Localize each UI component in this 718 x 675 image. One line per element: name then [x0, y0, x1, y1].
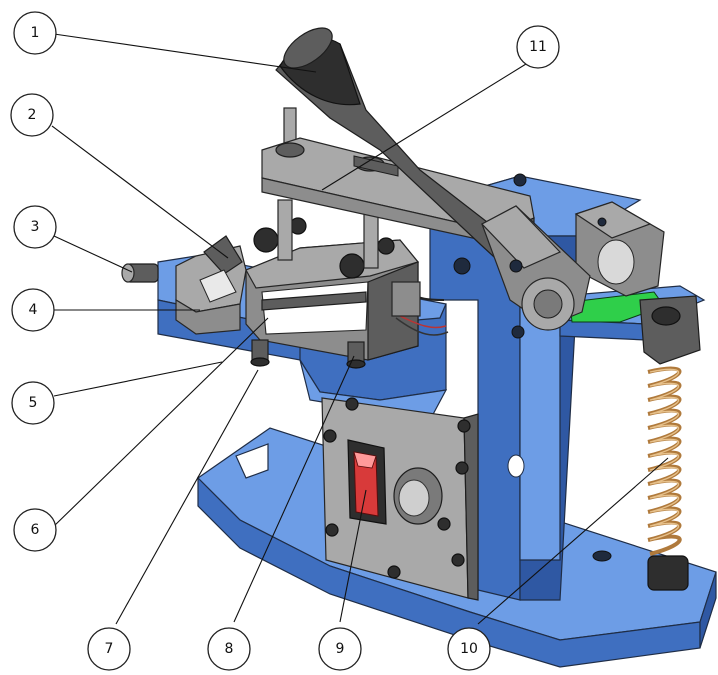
leader-8: [233, 355, 355, 623]
callout-10-label: 10: [460, 641, 478, 657]
spring-assembly: [559, 201, 706, 591]
callout-6-label: 6: [31, 522, 40, 538]
cap-screw: [253, 227, 279, 253]
callout-11-label: 11: [529, 39, 547, 55]
cap-screw: [339, 253, 365, 279]
callouts: 1 2 3 4 5 6 7 8: [10, 11, 560, 671]
leader-5: [53, 361, 223, 397]
frame-hole: [507, 454, 525, 478]
callout-3-label: 3: [31, 219, 40, 235]
leader-7: [115, 369, 259, 625]
vise-jaw: [121, 235, 247, 335]
leader-1: [53, 33, 317, 73]
lever-handle: [275, 27, 591, 331]
rocker-switch: [347, 439, 387, 525]
frame-bolt: [453, 257, 471, 275]
callout-11: 11: [516, 25, 560, 69]
leader-11: [321, 63, 527, 191]
callout-5-label: 5: [29, 395, 38, 411]
callout-4: 4: [11, 288, 55, 332]
leader-10: [477, 457, 669, 625]
callout-9: 9: [318, 627, 362, 671]
spring-foot: [647, 555, 689, 591]
callout-1: 1: [13, 11, 57, 55]
callout-4-label: 4: [29, 302, 38, 318]
adjust-screw: [121, 263, 159, 283]
callout-2-label: 2: [28, 107, 37, 123]
callout-9-label: 9: [336, 641, 345, 657]
cam-roller: [597, 239, 635, 285]
spring-coil: [647, 366, 682, 556]
leader-3: [53, 235, 133, 273]
callout-10: 10: [447, 627, 491, 671]
base-hole: [592, 550, 612, 562]
leader-9: [339, 489, 367, 623]
frame-bolt: [513, 173, 527, 187]
frame-bolt: [511, 325, 525, 339]
callout-3: 3: [13, 205, 57, 249]
callout-1-label: 1: [31, 25, 40, 41]
control-panel: [321, 397, 479, 601]
callout-8: 8: [207, 627, 251, 671]
callout-5: 5: [11, 381, 55, 425]
leader-2: [51, 125, 229, 259]
wires: [391, 281, 449, 336]
leader-lines: [51, 33, 669, 625]
leader-6: [51, 317, 269, 529]
callout-6: 6: [13, 508, 57, 552]
callout-7-label: 7: [105, 641, 114, 657]
push-button: [393, 467, 443, 525]
callout-2: 2: [10, 93, 54, 137]
callout-7: 7: [87, 627, 131, 671]
callout-8-label: 8: [225, 641, 234, 657]
base-slot: [235, 443, 269, 479]
